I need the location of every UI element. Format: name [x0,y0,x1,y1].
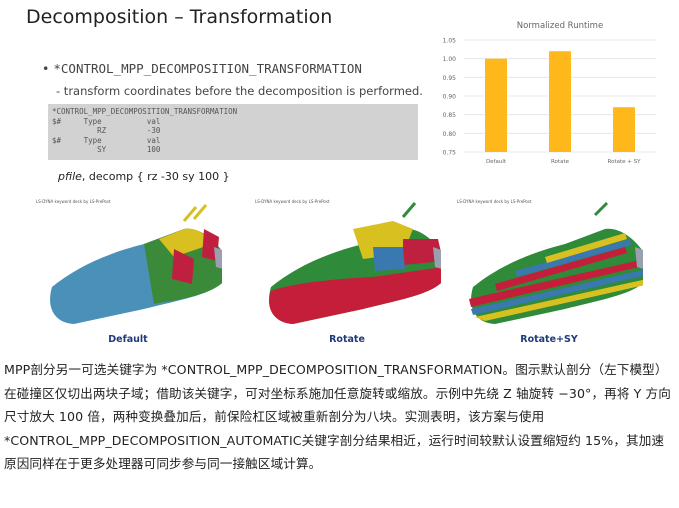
car-model-rotate-sy [469,201,651,324]
pfile-line: pfile, decomp { rz -30 sy 100 } [58,170,230,183]
x-tick-label: Rotate + SY [608,159,642,165]
panel-label: Rotate+SY [520,334,578,345]
model-panel-rotate-sy: LS-DYNA keyword deck by LS-PrePost Rotat… [455,199,651,349]
panel-label: Rotate [329,334,365,345]
bar [613,107,635,152]
code-line: $# Type val [52,116,161,126]
model-panel-rotate: LS-DYNA keyword deck by LS-PrePost Rotat… [253,199,449,349]
y-tick-label: 0.90 [443,94,457,101]
y-tick-label: 1.05 [443,38,457,45]
panel-header: LS-DYNA keyword deck by LS-PrePost [36,199,111,204]
panel-header: LS-DYNA keyword deck by LS-PrePost [255,199,330,204]
car-model-default [50,204,230,324]
panel-label: Default [108,334,148,345]
code-line: RZ -30 [52,126,161,136]
chart-svg: Normalized Runtime 0.75 0.80 0.85 0.90 0.95 1.… [443,21,656,165]
bullet-dot: • [42,61,50,76]
code-line: SY 100 [52,145,161,155]
model-panel-default: LS-DYNA keyword deck by LS-PrePost Defau… [34,199,230,349]
bar [549,51,571,153]
x-tick-label: Default [486,159,507,165]
code-line: $# Type val [52,135,161,145]
bar [485,58,507,152]
slide-title: Decomposition – Transformation [26,6,333,28]
code-line: *CONTROL_MPP_DECOMPOSITION_TRANSFORMATIO… [52,107,238,116]
sub-bullet: - transform coordinates before the decom… [56,84,423,98]
description-paragraph: MPP剖分另一可选关键字为 *CONTROL_MPP_DECOMPOSITION… [4,362,671,472]
chart-title: Normalized Runtime [517,21,603,31]
pfile-label: pfile [58,170,82,183]
x-tick-label: Rotate [551,159,570,165]
panel-header: LS-DYNA keyword deck by LS-PrePost [457,199,532,204]
car-model-rotate [269,202,449,324]
keyword-text: *CONTROL_MPP_DECOMPOSITION_TRANSFORMATIO… [53,61,362,76]
pfile-text: , decomp { rz -30 sy 100 } [81,170,230,183]
y-tick-label: 0.95 [443,75,457,82]
runtime-chart: Normalized Runtime 0.75 0.80 0.85 0.90 0.95 1.… [424,12,664,180]
code-block: *CONTROL_MPP_DECOMPOSITION_TRANSFORMATIO… [48,104,418,160]
y-tick-label: 1.00 [443,56,457,63]
keyword-bullet: •*CONTROL_MPP_DECOMPOSITION_TRANSFORMATI… [42,61,362,76]
y-tick-label: 0.80 [443,131,457,138]
y-tick-label: 0.75 [443,150,457,157]
y-tick-label: 0.85 [443,112,457,119]
